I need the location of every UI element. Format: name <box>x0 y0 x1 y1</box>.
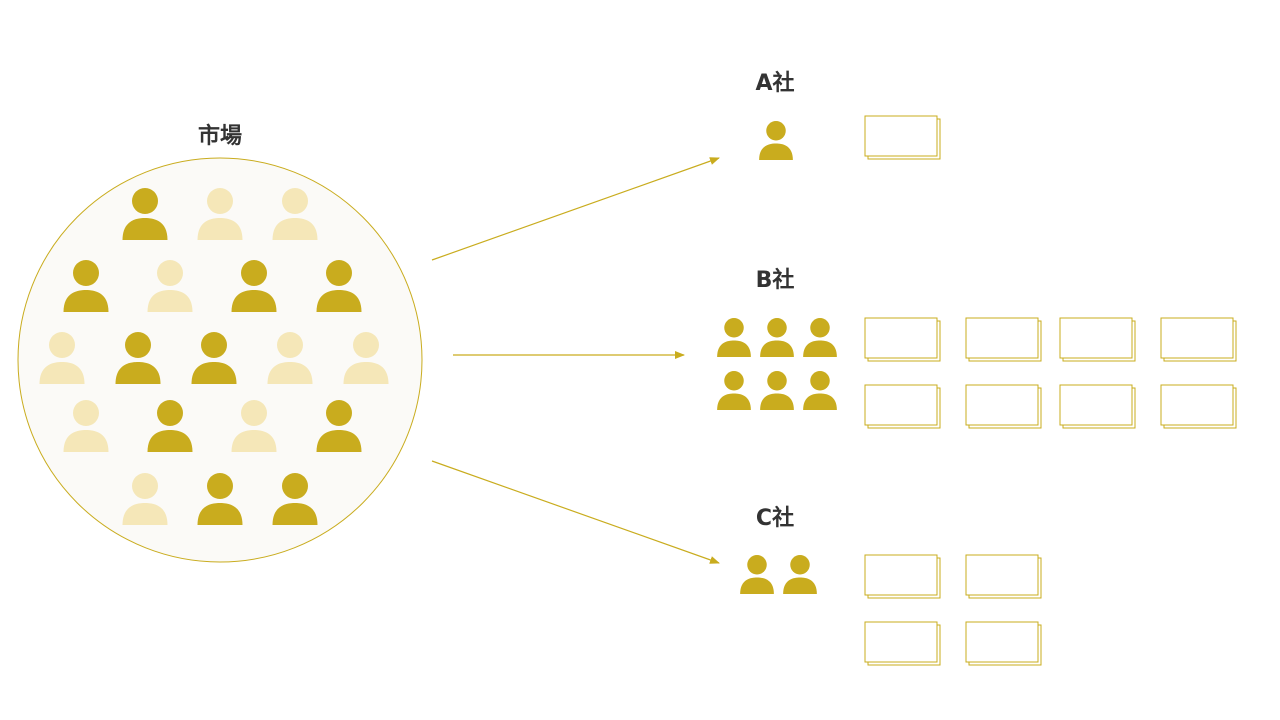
person-icon-company-b-5 <box>803 371 837 410</box>
arrow-to-company-a <box>431 157 720 261</box>
person-icon-market-0-0 <box>122 188 168 240</box>
person-icon-market-4-2 <box>272 473 318 525</box>
person-icon-company-c-1 <box>783 555 817 594</box>
market-title: 市場 <box>198 123 242 149</box>
person-icon-company-c-0 <box>740 555 774 594</box>
person-icon-market-0-1 <box>197 188 243 240</box>
person-icon-company-b-4 <box>760 371 794 410</box>
card-company-b-5 <box>965 384 1042 429</box>
card-company-b-1 <box>965 317 1042 362</box>
card-company-b-7 <box>1160 384 1237 429</box>
person-icon-market-1-0 <box>63 260 109 312</box>
card-company-b-2 <box>1059 317 1136 362</box>
company-people-group <box>717 121 837 594</box>
person-icon-market-2-1 <box>115 332 161 384</box>
card-company-b-0 <box>864 317 941 362</box>
person-icon-market-4-1 <box>197 473 243 525</box>
arrow-to-company-c <box>431 460 720 564</box>
card-company-c-1 <box>965 554 1042 599</box>
person-icon-market-3-1 <box>147 400 193 452</box>
person-icon-market-2-2 <box>191 332 237 384</box>
person-icon-market-1-2 <box>231 260 277 312</box>
person-icon-company-a-0 <box>759 121 793 160</box>
company-cards-group <box>864 115 1237 666</box>
company-a-label: A社 <box>755 70 794 96</box>
person-icon-market-3-0 <box>63 400 109 452</box>
person-icon-market-2-0 <box>39 332 85 384</box>
person-icon-market-1-3 <box>316 260 362 312</box>
card-company-b-6 <box>1059 384 1136 429</box>
person-icon-market-0-2 <box>272 188 318 240</box>
person-icon-market-2-3 <box>267 332 313 384</box>
market-people-group <box>39 188 389 525</box>
person-icon-market-3-2 <box>231 400 277 452</box>
market-circle <box>17 157 423 563</box>
person-icon-market-3-3 <box>316 400 362 452</box>
person-icon-market-1-1 <box>147 260 193 312</box>
person-icon-company-b-1 <box>760 318 794 357</box>
company-c-label: C社 <box>756 505 794 531</box>
person-icon-market-4-0 <box>122 473 168 525</box>
person-icon-company-b-0 <box>717 318 751 357</box>
person-icon-company-b-2 <box>803 318 837 357</box>
company-b-label: B社 <box>756 267 795 293</box>
person-icon-company-b-3 <box>717 371 751 410</box>
person-icon-market-2-4 <box>343 332 389 384</box>
card-company-b-3 <box>1160 317 1237 362</box>
card-company-c-2 <box>864 621 941 666</box>
card-company-c-0 <box>864 554 941 599</box>
card-company-a-0 <box>864 115 941 160</box>
card-company-c-3 <box>965 621 1042 666</box>
card-company-b-4 <box>864 384 941 429</box>
